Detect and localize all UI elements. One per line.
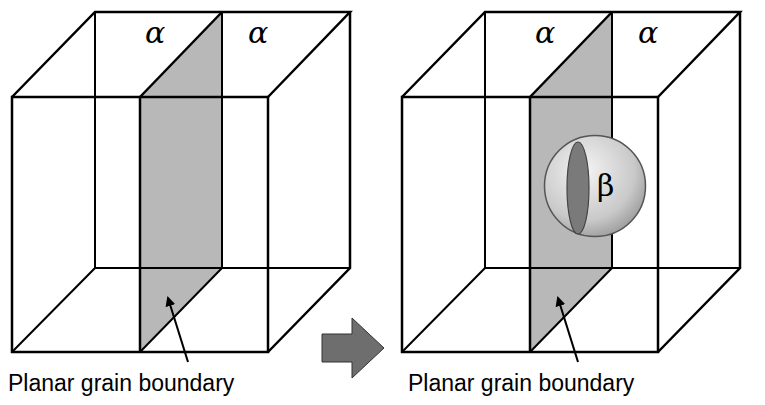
right-cuboid <box>402 12 740 352</box>
process-arrow <box>322 318 384 378</box>
boundary-label: Planar grain boundary <box>6 372 236 395</box>
sphere-outline <box>543 134 647 238</box>
boundary-label: Planar grain boundary <box>406 372 636 395</box>
phase-label: α <box>248 18 268 48</box>
precipitate-sphere: β <box>543 134 647 238</box>
phase-label: β <box>597 171 614 201</box>
phase-label: α <box>145 18 165 48</box>
leader-line <box>558 298 578 362</box>
phase-label: α <box>535 18 555 48</box>
left-cuboid <box>12 12 350 352</box>
phase-label: α <box>638 18 658 48</box>
leader-line <box>168 298 188 362</box>
